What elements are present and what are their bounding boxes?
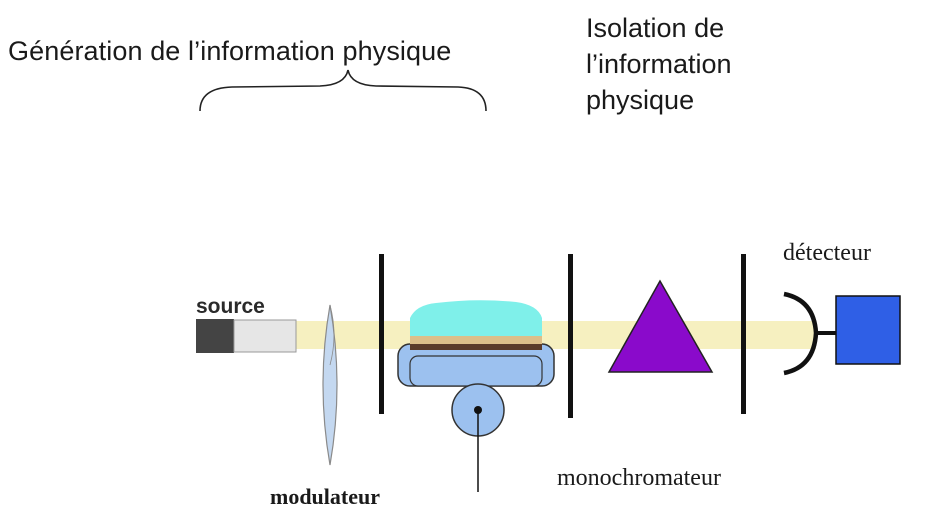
heading-isolation-line-3: physique: [586, 85, 695, 115]
sample-layer-dark: [410, 343, 542, 350]
source-lamp: [196, 319, 297, 353]
prism: [607, 279, 714, 373]
slit-3: [741, 254, 746, 414]
heading-isolation: Isolation de l’information physique: [586, 10, 806, 118]
curly-brace: [199, 69, 487, 112]
heading-isolation-line-1: Isolation de: [586, 13, 725, 43]
modulator-lens: [322, 304, 338, 466]
slit-1: [379, 254, 384, 414]
sample-holder-base: [409, 355, 543, 387]
label-source: source: [196, 295, 265, 318]
detector-box: [835, 295, 901, 365]
detector: [783, 291, 901, 376]
slit-2: [568, 254, 573, 418]
sample-layer-tan: [410, 336, 542, 344]
light-beam: [296, 321, 816, 349]
label-modulateur: modulateur: [270, 484, 380, 509]
sample-top: [410, 300, 542, 336]
label-detecteur: détecteur: [783, 240, 871, 266]
label-monochromateur: monochromateur: [557, 465, 721, 491]
source-lamp-dark-end: [196, 319, 234, 353]
heading-isolation-line-2: l’information: [586, 49, 732, 79]
heading-generation: Génération de l’information physique: [8, 36, 452, 66]
sample-holder: [397, 300, 555, 492]
source-lamp-body: [233, 319, 297, 353]
